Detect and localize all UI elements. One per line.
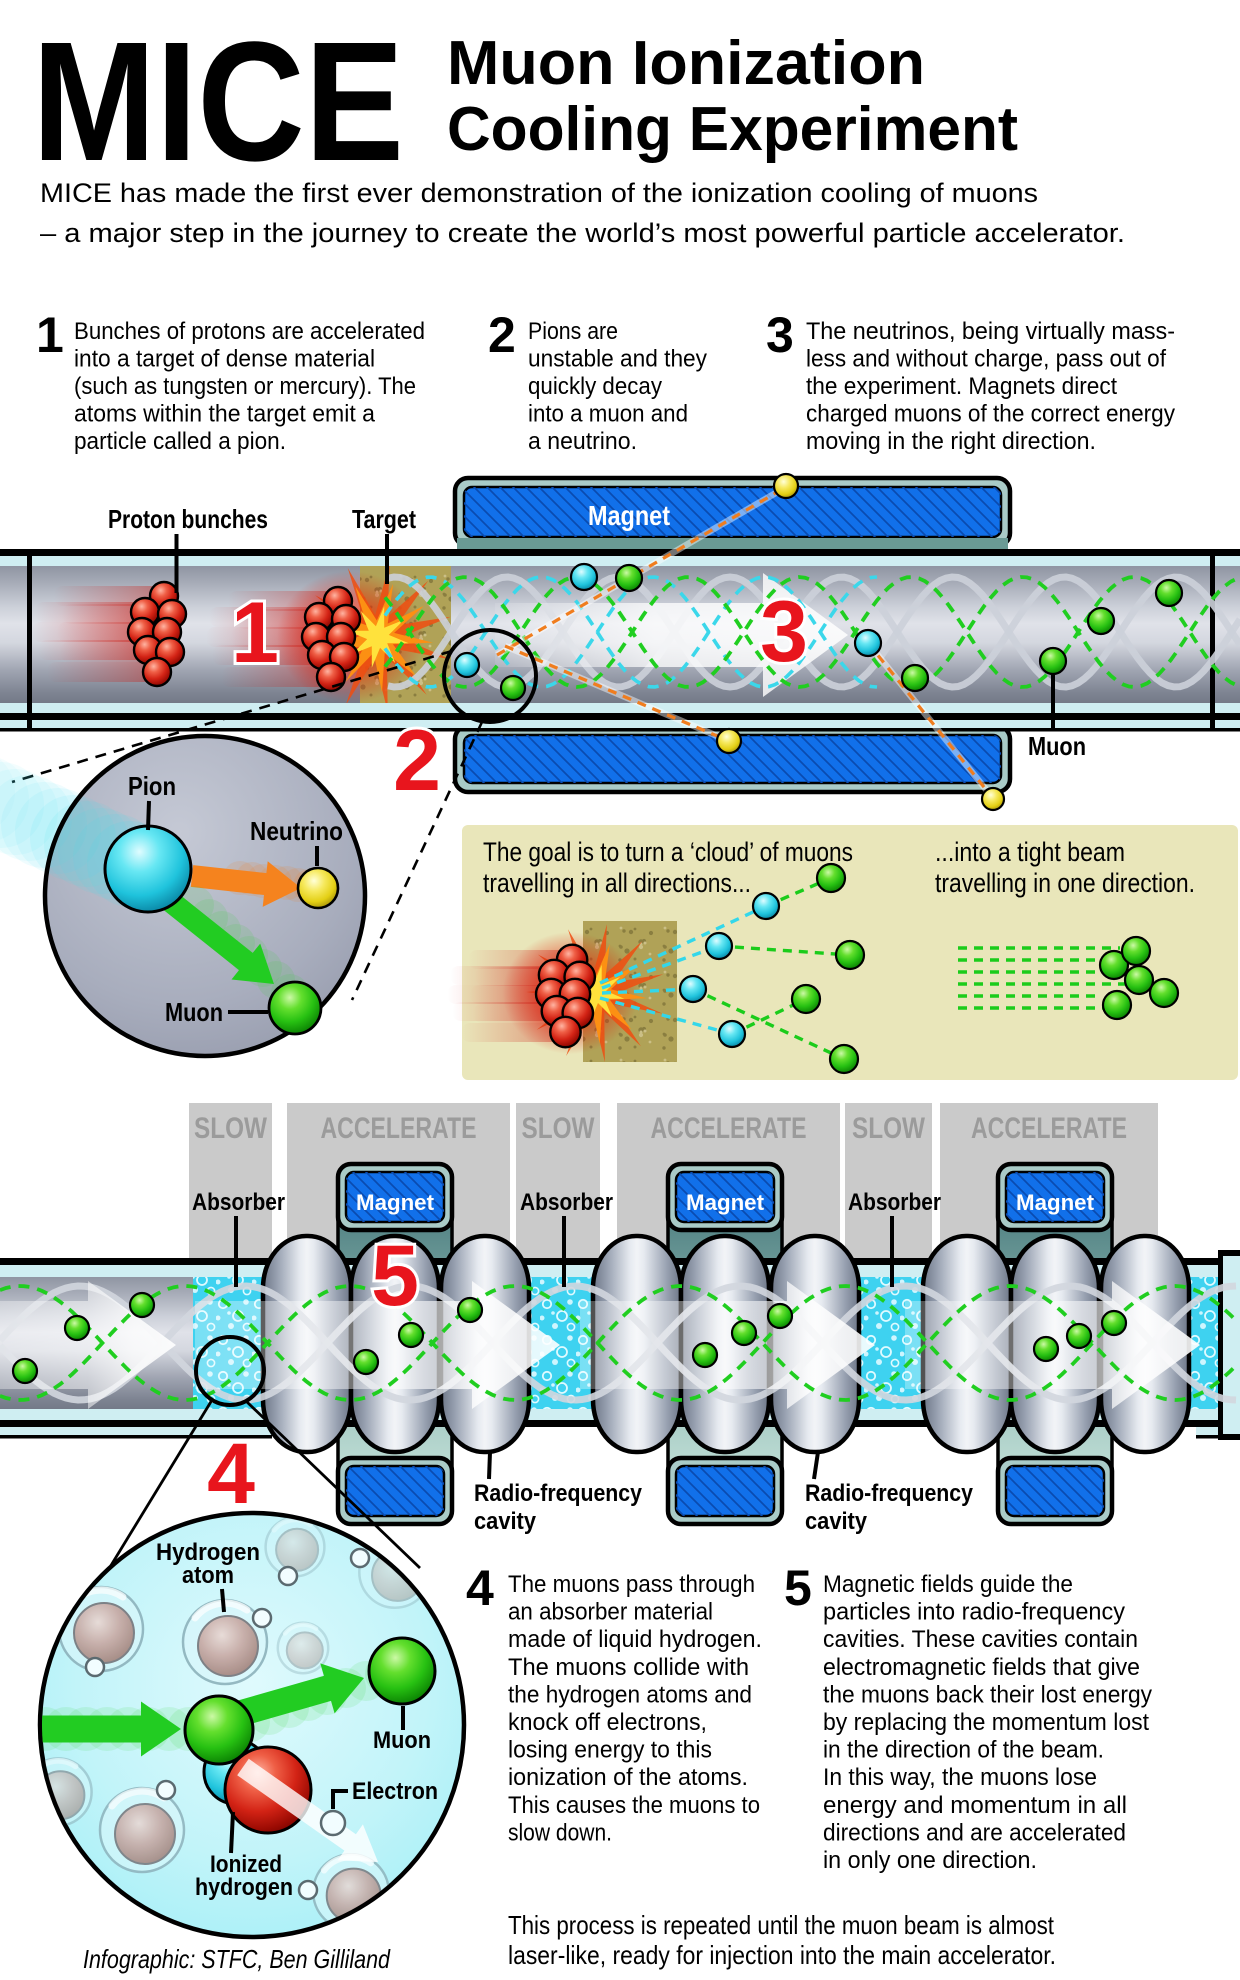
svg-text:Magnet: Magnet — [1016, 1190, 1095, 1215]
svg-text:SLOW: SLOW — [194, 1112, 268, 1145]
svg-text:MICE: MICE — [32, 7, 404, 197]
svg-text:hydrogen: hydrogen — [195, 1874, 293, 1901]
svg-text:This process is repeated until: This process is repeated until the muon … — [508, 1910, 1055, 1940]
svg-text:Target: Target — [352, 504, 416, 534]
svg-text:Magnet: Magnet — [588, 500, 670, 531]
svg-text:3: 3 — [760, 584, 808, 680]
svg-text:an absorber material: an absorber material — [508, 1599, 713, 1626]
svg-text:cavity: cavity — [474, 1508, 537, 1535]
svg-text:3: 3 — [766, 307, 794, 363]
svg-text:Radio-frequency: Radio-frequency — [474, 1480, 643, 1507]
svg-text:particles into radio-frequency: particles into radio-frequency — [823, 1599, 1126, 1626]
svg-text:Magnetic fields guide the: Magnetic fields guide the — [823, 1571, 1073, 1598]
svg-text:by replacing the momentum lost: by replacing the momentum lost — [823, 1709, 1149, 1736]
svg-text:travelling in one direction.: travelling in one direction. — [935, 868, 1195, 898]
svg-text:Infographic: STFC, Ben Gillila: Infographic: STFC, Ben Gilliland — [83, 1944, 391, 1974]
svg-text:Cooling Experiment: Cooling Experiment — [447, 95, 1018, 164]
svg-text:a neutrino.: a neutrino. — [528, 428, 637, 455]
svg-text:Hydrogen: Hydrogen — [156, 1539, 260, 1566]
svg-text:– a major step in the journey: – a major step in the journey to create … — [40, 218, 1125, 248]
svg-text:ACCELERATE: ACCELERATE — [651, 1112, 807, 1145]
svg-text:The muons collide with: The muons collide with — [508, 1654, 749, 1681]
svg-text:Bunches of protons are acceler: Bunches of protons are accelerated — [74, 318, 425, 345]
svg-text:cavity: cavity — [805, 1508, 868, 1535]
svg-text:5: 5 — [784, 1560, 812, 1616]
svg-text:Proton bunches: Proton bunches — [108, 504, 268, 534]
svg-text:quickly decay: quickly decay — [528, 373, 663, 400]
svg-text:laser-like, ready for injectio: laser-like, ready for injection into the… — [508, 1940, 1056, 1970]
svg-text:into a muon and: into a muon and — [528, 401, 688, 428]
svg-text:the experiment. Magnets direct: the experiment. Magnets direct — [806, 373, 1117, 400]
svg-text:This causes the muons to: This causes the muons to — [508, 1792, 760, 1819]
svg-text:ionization of the atoms.: ionization of the atoms. — [508, 1764, 748, 1791]
svg-text:losing energy to this: losing energy to this — [508, 1737, 712, 1764]
svg-text:Neutrino: Neutrino — [250, 816, 343, 846]
svg-text:knock off electrons,: knock off electrons, — [508, 1709, 707, 1736]
svg-text:travelling in all directions..: travelling in all directions... — [483, 868, 751, 898]
svg-text:energy and momentum in all: energy and momentum in all — [823, 1792, 1127, 1819]
svg-text:atoms within the target emit a: atoms within the target emit a — [74, 401, 375, 428]
svg-text:(such as tungsten or mercury).: (such as tungsten or mercury). The — [74, 373, 416, 400]
svg-text:Electron: Electron — [352, 1778, 438, 1805]
svg-text:unstable and they: unstable and they — [528, 346, 708, 373]
svg-text:directions and are accelerated: directions and are accelerated — [823, 1819, 1126, 1846]
svg-text:Magnet: Magnet — [356, 1190, 435, 1215]
svg-text:Muon: Muon — [165, 997, 223, 1027]
svg-text:4: 4 — [207, 1426, 255, 1522]
svg-text:Absorber: Absorber — [848, 1189, 941, 1216]
svg-text:Muon: Muon — [1028, 731, 1086, 761]
svg-text:in only one direction.: in only one direction. — [823, 1847, 1037, 1874]
svg-text:cavities. These cavities conta: cavities. These cavities contain — [823, 1626, 1138, 1653]
svg-text:Ionized: Ionized — [210, 1851, 282, 1878]
svg-text:the muons back their lost ener: the muons back their lost energy — [823, 1681, 1153, 1708]
svg-text:charged muons of the correct e: charged muons of the correct energy — [806, 401, 1176, 428]
svg-text:in the direction of the beam.: in the direction of the beam. — [823, 1737, 1104, 1764]
svg-text:MICE has made the first ever d: MICE has made the first ever demonstrati… — [40, 178, 1038, 208]
svg-text:less and without charge, pass: less and without charge, pass out of — [806, 346, 1166, 373]
svg-text:...into a tight beam: ...into a tight beam — [935, 837, 1125, 867]
svg-text:1: 1 — [231, 585, 279, 681]
svg-text:Radio-frequency: Radio-frequency — [805, 1480, 974, 1507]
svg-text:atom: atom — [182, 1562, 234, 1589]
svg-text:electromagnetic fields that gi: electromagnetic fields that give — [823, 1654, 1140, 1681]
svg-text:made of liquid hydrogen.: made of liquid hydrogen. — [508, 1626, 762, 1653]
svg-text:The muons pass through: The muons pass through — [508, 1571, 755, 1598]
svg-text:4: 4 — [466, 1560, 494, 1616]
svg-text:In this way, the muons lose: In this way, the muons lose — [823, 1764, 1097, 1791]
svg-text:particle called a pion.: particle called a pion. — [74, 428, 286, 455]
svg-text:moving in the right direction.: moving in the right direction. — [806, 428, 1096, 455]
svg-text:SLOW: SLOW — [852, 1112, 926, 1145]
svg-text:Pions are: Pions are — [528, 318, 618, 345]
svg-text:into a target of dense materia: into a target of dense material — [74, 346, 375, 373]
svg-text:Magnet: Magnet — [686, 1190, 765, 1215]
svg-text:5: 5 — [371, 1228, 419, 1324]
svg-text:1: 1 — [36, 307, 64, 363]
svg-text:the hydrogen atoms and: the hydrogen atoms and — [508, 1681, 752, 1708]
svg-text:Muon: Muon — [373, 1727, 431, 1754]
svg-text:Pion: Pion — [128, 771, 176, 801]
svg-text:The neutrinos, being virtually: The neutrinos, being virtually mass- — [806, 318, 1175, 345]
svg-text:ACCELERATE: ACCELERATE — [971, 1112, 1127, 1145]
svg-text:Muon Ionization: Muon Ionization — [447, 29, 925, 98]
svg-text:SLOW: SLOW — [522, 1112, 596, 1145]
svg-text:slow down.: slow down. — [508, 1819, 612, 1846]
svg-text:ACCELERATE: ACCELERATE — [321, 1112, 477, 1145]
svg-text:The goal is to turn a ‘cloud’: The goal is to turn a ‘cloud’ of muons — [483, 837, 853, 867]
svg-text:Absorber: Absorber — [192, 1189, 285, 1216]
svg-text:2: 2 — [488, 307, 516, 363]
svg-text:Absorber: Absorber — [520, 1189, 613, 1216]
svg-text:2: 2 — [393, 713, 441, 809]
